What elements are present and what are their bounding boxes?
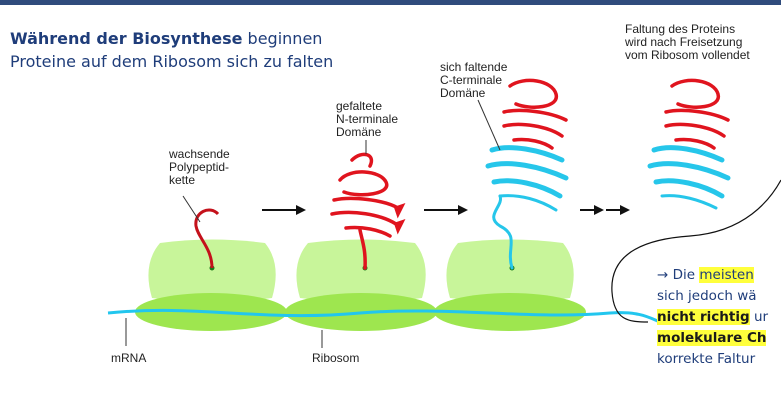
c-domain-pointer	[477, 99, 501, 151]
note-line3-rest: ur	[749, 309, 769, 325]
ribosome-1	[135, 239, 287, 331]
slide-title: Während der Biosynthese beginnen Protein…	[10, 27, 333, 73]
c-domain-folding	[485, 78, 569, 270]
ribosome-label: Ribosom	[312, 351, 360, 365]
title-bold: Während der Biosynthese	[10, 29, 243, 48]
note-line4-highlight: molekulare Ch	[657, 330, 767, 346]
ribosome-3	[434, 239, 586, 331]
note-line5: korrekte Faltur	[657, 351, 756, 367]
mrna-strand	[107, 308, 661, 324]
note-line1-highlight: meisten	[699, 267, 754, 283]
c-domain-label: sich faltende C-terminale Domäne	[440, 60, 508, 100]
n-domain-2	[330, 152, 406, 270]
note-line2: sich jedoch wä	[657, 288, 757, 304]
note-text: → Die meisten sich jedoch wä nicht richt…	[657, 265, 781, 370]
ribosome-3-small-subunit	[434, 293, 586, 331]
ribosome-3-large-subunit	[446, 239, 574, 302]
folded-protein	[647, 78, 731, 210]
ribosome-2-large-subunit	[296, 239, 426, 302]
process-arrow-3	[580, 205, 630, 215]
ribosome-1-large-subunit	[148, 239, 276, 302]
title-line2: Proteine auf dem Ribosom sich zu falten	[10, 52, 334, 71]
top-bar	[0, 0, 781, 5]
n-domain-label: gefaltete N-terminale Domäne	[336, 99, 399, 139]
growing-chain-label: wachsende Polypeptid- kette	[169, 147, 230, 187]
note-line3-highlight: nicht richtig	[657, 309, 750, 325]
ribosome-2	[285, 239, 437, 331]
annotation-stroke	[611, 179, 781, 323]
title-rest: beginnen	[242, 29, 323, 48]
growing-polypeptide	[194, 208, 220, 269]
note-line1-prefix: → Die	[657, 267, 700, 283]
process-arrow-2	[424, 205, 468, 215]
process-arrow-1	[262, 205, 306, 215]
mrna-label: mRNA	[111, 351, 147, 365]
completion-label: Faltung des Proteins wird nach Freisetzu…	[625, 22, 750, 62]
chain-pointer	[182, 195, 201, 223]
